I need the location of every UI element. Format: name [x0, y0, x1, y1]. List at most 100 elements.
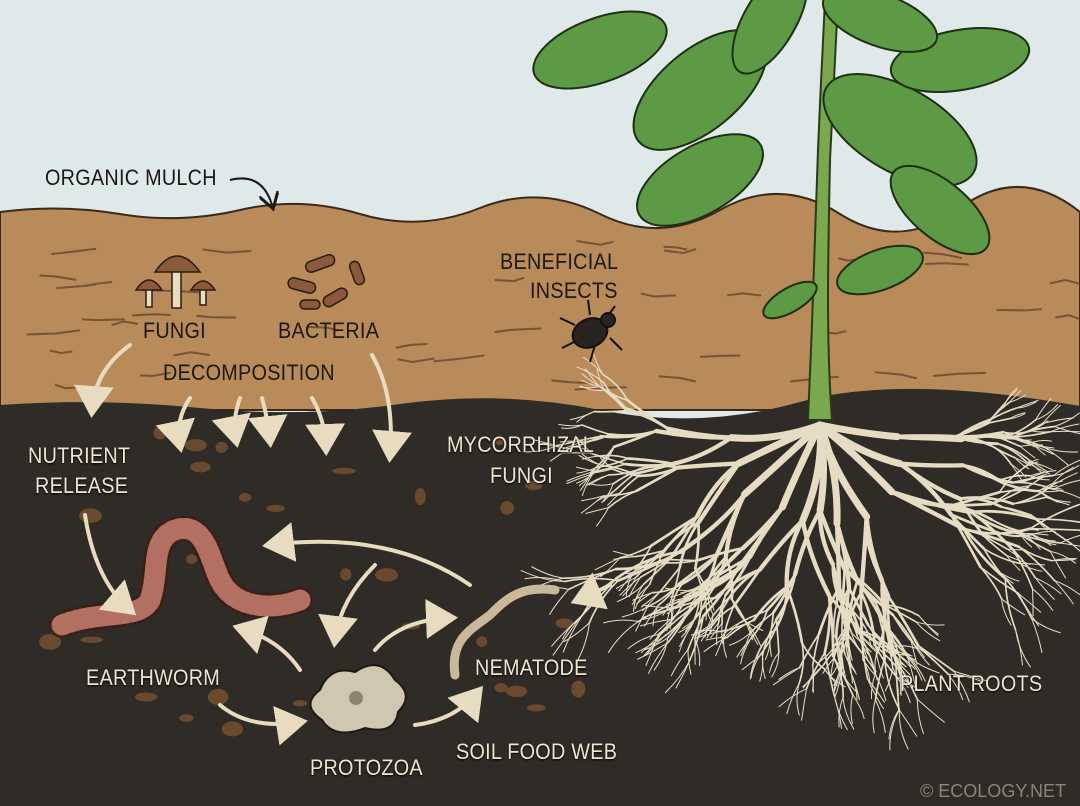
root — [989, 407, 1017, 421]
root — [670, 566, 681, 599]
root — [634, 584, 651, 610]
root — [563, 622, 590, 643]
root — [798, 632, 821, 669]
root — [585, 474, 610, 487]
root — [664, 661, 690, 694]
root — [892, 614, 916, 647]
root — [654, 428, 734, 440]
root — [728, 568, 762, 598]
root — [953, 670, 970, 703]
root — [958, 496, 1003, 509]
root — [996, 442, 1028, 463]
root — [896, 676, 920, 692]
root — [867, 678, 885, 703]
soil-clod — [476, 636, 488, 647]
root — [817, 508, 836, 567]
root — [874, 699, 886, 733]
root — [738, 609, 768, 624]
root — [822, 657, 835, 674]
root — [1018, 529, 1040, 532]
root — [618, 475, 640, 495]
root — [541, 444, 570, 450]
root — [1014, 457, 1031, 467]
root — [601, 373, 629, 401]
root — [632, 592, 653, 601]
root — [663, 603, 693, 638]
root — [559, 440, 582, 443]
root — [619, 576, 642, 596]
root — [695, 546, 745, 562]
root — [636, 561, 660, 573]
soil-crack — [1055, 314, 1080, 321]
root — [998, 479, 1027, 484]
root — [852, 694, 865, 720]
root — [910, 640, 918, 665]
root — [658, 566, 681, 593]
root — [811, 632, 821, 666]
soil-crack — [51, 247, 97, 256]
root — [918, 615, 939, 635]
root — [1034, 404, 1059, 421]
root — [750, 657, 757, 679]
arrow — [232, 615, 302, 672]
soil-clod — [153, 426, 168, 440]
root — [838, 696, 844, 728]
root — [816, 421, 871, 521]
root — [1060, 534, 1080, 544]
soil-crack — [202, 248, 252, 254]
soil-crack — [139, 371, 171, 378]
root — [1002, 431, 1033, 444]
root — [561, 424, 583, 429]
root — [603, 619, 639, 624]
root — [792, 508, 823, 577]
root — [816, 421, 904, 468]
root — [558, 423, 583, 427]
soil-crack — [433, 354, 485, 363]
root — [909, 657, 926, 682]
soil-clod — [525, 480, 543, 491]
root — [1017, 592, 1042, 613]
arrow — [262, 522, 472, 587]
root — [885, 629, 894, 668]
root — [859, 591, 877, 647]
root — [697, 629, 721, 633]
root — [1038, 489, 1064, 493]
root — [705, 636, 728, 641]
root — [589, 468, 613, 474]
root — [1034, 397, 1052, 421]
root — [1001, 598, 1012, 626]
root — [834, 521, 842, 590]
soil-crack — [663, 245, 688, 251]
root — [677, 554, 718, 586]
soil-crack — [196, 314, 237, 319]
root — [694, 598, 703, 640]
root — [1018, 530, 1033, 548]
root — [653, 637, 669, 671]
root — [645, 633, 659, 667]
root — [755, 628, 776, 659]
root — [615, 576, 637, 589]
root — [1035, 518, 1080, 523]
root — [665, 597, 687, 606]
root — [676, 461, 741, 470]
root — [602, 381, 627, 412]
soil-clod — [571, 680, 586, 698]
root — [580, 433, 611, 443]
root — [637, 641, 669, 660]
root — [639, 618, 672, 627]
root — [822, 636, 848, 666]
leaf — [889, 164, 991, 256]
root — [850, 694, 854, 725]
root — [642, 604, 676, 609]
soil-clod — [184, 439, 207, 452]
root — [840, 631, 848, 663]
root — [613, 556, 636, 560]
root — [1042, 404, 1062, 425]
root — [1052, 464, 1080, 477]
soil-crack — [664, 248, 697, 255]
root — [771, 652, 780, 678]
root — [581, 495, 604, 502]
root — [898, 654, 916, 670]
root — [711, 595, 732, 618]
root — [741, 656, 760, 671]
